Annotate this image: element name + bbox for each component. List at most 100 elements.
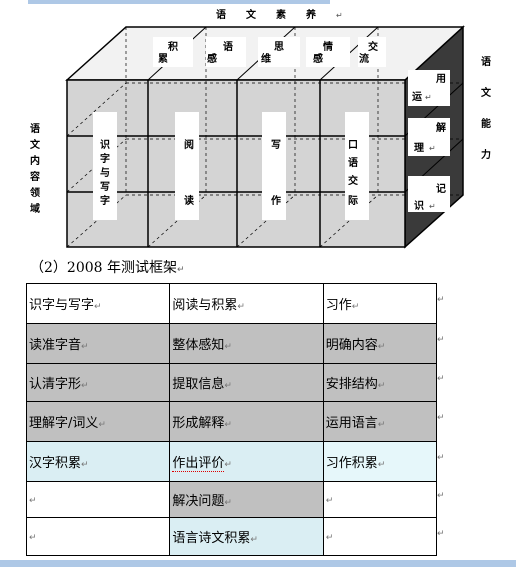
cell-mark: ↵ <box>98 420 106 430</box>
left-title-char: 语 <box>30 122 40 135</box>
table-row: 识字与写字↵ 阅读与积累↵ 习作↵ <box>25 283 438 324</box>
cell-text: 作出评价 <box>172 456 225 472</box>
side-apply-1: 用 <box>435 73 446 85</box>
table-cell: 安排结构↵ <box>322 363 438 402</box>
row-mark: ↵ <box>437 335 445 345</box>
cell-text: 习作积累 <box>325 456 378 471</box>
cell-text: 理解字/词义 <box>29 416 99 431</box>
right-title: 语 文 能 力 <box>481 55 492 161</box>
table-row: 汉字积累↵ 作出评价↵ 习作积累↵ <box>25 441 438 482</box>
cell-text: 习作 <box>325 298 352 313</box>
top-label-language-sense-2: 感 <box>207 52 217 65</box>
paragraph-mark: ↵ <box>429 144 436 153</box>
cell-text: 形成解释 <box>172 416 225 431</box>
col-reading-char-1: 阅 <box>184 138 194 151</box>
col-literacy-char-4: 写 <box>100 181 110 193</box>
right-title-char: 能 <box>481 117 491 130</box>
cell-text: 读准字音 <box>29 338 82 353</box>
table-cell: 汉字积累↵ <box>25 441 171 482</box>
cell-mark: ↵ <box>94 302 102 312</box>
left-title-char: 领 <box>30 186 40 199</box>
side-understand-1: 解 <box>436 121 446 134</box>
side-understand-2: 理 <box>414 142 424 154</box>
side-recall-1: 记 <box>436 183 446 195</box>
cell-text: 明确内容 <box>325 338 378 353</box>
table-cell: 识字与写字↵ <box>25 283 171 324</box>
col-oral-char-2: 语 <box>348 156 358 169</box>
top-label-language-sense-1: 语 <box>223 40 233 53</box>
table-cell: 习作↵ <box>322 283 438 324</box>
top-labels: 积 累 语 感 思 维 情 感 交 流 <box>158 40 378 65</box>
bottom-accent-bar <box>0 560 516 567</box>
col-literacy-char-3: 与 <box>100 166 110 179</box>
cell-mark: ↵ <box>81 342 89 352</box>
cell-mark: ↵ <box>325 533 334 543</box>
table-cell: 提取信息↵ <box>169 363 324 402</box>
top-label-thinking-1: 思 <box>274 41 284 53</box>
cell-mark: ↵ <box>250 535 258 545</box>
cell-mark: ↵ <box>377 342 386 352</box>
table-row: 读准字音↵ 整体感知↵ 明确内容↵ <box>25 323 438 364</box>
paragraph-mark: ↵ <box>425 93 432 102</box>
right-title-char: 力 <box>481 148 491 161</box>
table-cell: 整体感知↵ <box>169 323 324 364</box>
col-writing-char-1: 写 <box>271 139 281 151</box>
literacy-framework-box-diagram: 语 文 素 养 ↵ 积 累 语 感 思 维 情 感 交 流 识 字 与 写 字 … <box>29 8 492 249</box>
cell-text: 语言诗文积累 <box>172 531 251 546</box>
side-recall-2: 识 <box>414 200 424 212</box>
table-cell: 习作积累↵ <box>322 441 438 482</box>
side-labels: 用 运 解 理 记 识 ↵ ↵ ↵ <box>412 73 446 212</box>
right-title-char: 文 <box>481 86 492 99</box>
col-writing-char-2: 作 <box>271 194 281 207</box>
col-oral-char-4: 际 <box>348 195 358 207</box>
col-reading-char-2: 读 <box>184 194 194 207</box>
table-cell: 作出评价↵ <box>169 441 324 482</box>
top-label-emotion-2: 感 <box>313 52 323 65</box>
cell-mark: ↵ <box>224 460 232 470</box>
left-title-char: 容 <box>29 170 40 183</box>
top-label-accumulation-2: 累 <box>158 53 168 65</box>
cell-mark: ↵ <box>325 496 334 506</box>
side-label-panels <box>408 70 450 212</box>
cell-mark: ↵ <box>351 302 360 312</box>
side-apply-2: 运 <box>412 91 422 103</box>
col-literacy-char-1: 识 <box>100 139 110 151</box>
cell-mark: ↵ <box>29 496 37 506</box>
col-literacy-char-5: 字 <box>100 194 110 207</box>
table-row: ↵ 语言诗文积累↵ ↵ <box>25 517 438 556</box>
paragraph-mark: ↵ <box>177 265 185 275</box>
table-cell: ↵ <box>25 481 171 518</box>
table-cell: 运用语言↵ <box>322 401 438 442</box>
top-label-accumulation-1: 积 <box>168 40 178 53</box>
cell-mark: ↵ <box>81 460 89 470</box>
paragraph-mark: ↵ <box>429 202 436 211</box>
left-title-char: 内 <box>30 154 40 167</box>
cell-mark: ↵ <box>224 381 232 391</box>
top-label-thinking-2: 维 <box>261 52 271 65</box>
col-oral-char-3: 交 <box>348 174 358 187</box>
cell-text: 安排结构 <box>325 377 378 392</box>
cell-mark: ↵ <box>377 420 386 430</box>
row-mark: ↵ <box>437 295 445 305</box>
cell-text: 提取信息 <box>172 377 225 392</box>
table-row: 认清字形↵ 提取信息↵ 安排结构↵ <box>25 363 438 402</box>
table-cell: ↵ <box>322 517 438 556</box>
cell-text: 运用语言 <box>325 416 378 431</box>
table-row: ↵ 解决问题↵ ↵ <box>25 481 438 518</box>
left-title-char: 域 <box>30 202 40 215</box>
table-cell: 明确内容↵ <box>322 323 438 364</box>
table-cell: 语言诗文积累↵ <box>169 517 324 556</box>
diagram-top-title: 语 文 素 养 <box>216 8 317 21</box>
caption-text: （2）2008 年测试框架 <box>30 260 177 276</box>
row-mark: ↵ <box>437 529 445 539</box>
cell-mark: ↵ <box>237 302 245 312</box>
cell-text: 解决问题 <box>172 494 225 509</box>
row-mark: ↵ <box>437 413 445 423</box>
right-title-char: 语 <box>481 55 491 68</box>
paragraph-mark: ↵ <box>336 11 343 20</box>
cell-mark: ↵ <box>224 420 232 430</box>
top-label-emotion-1: 情 <box>323 40 333 53</box>
col-literacy-char-2: 字 <box>100 152 110 165</box>
figure-caption: （2）2008 年测试框架↵ <box>30 257 185 279</box>
table-cell: 理解字/词义↵ <box>25 401 171 442</box>
